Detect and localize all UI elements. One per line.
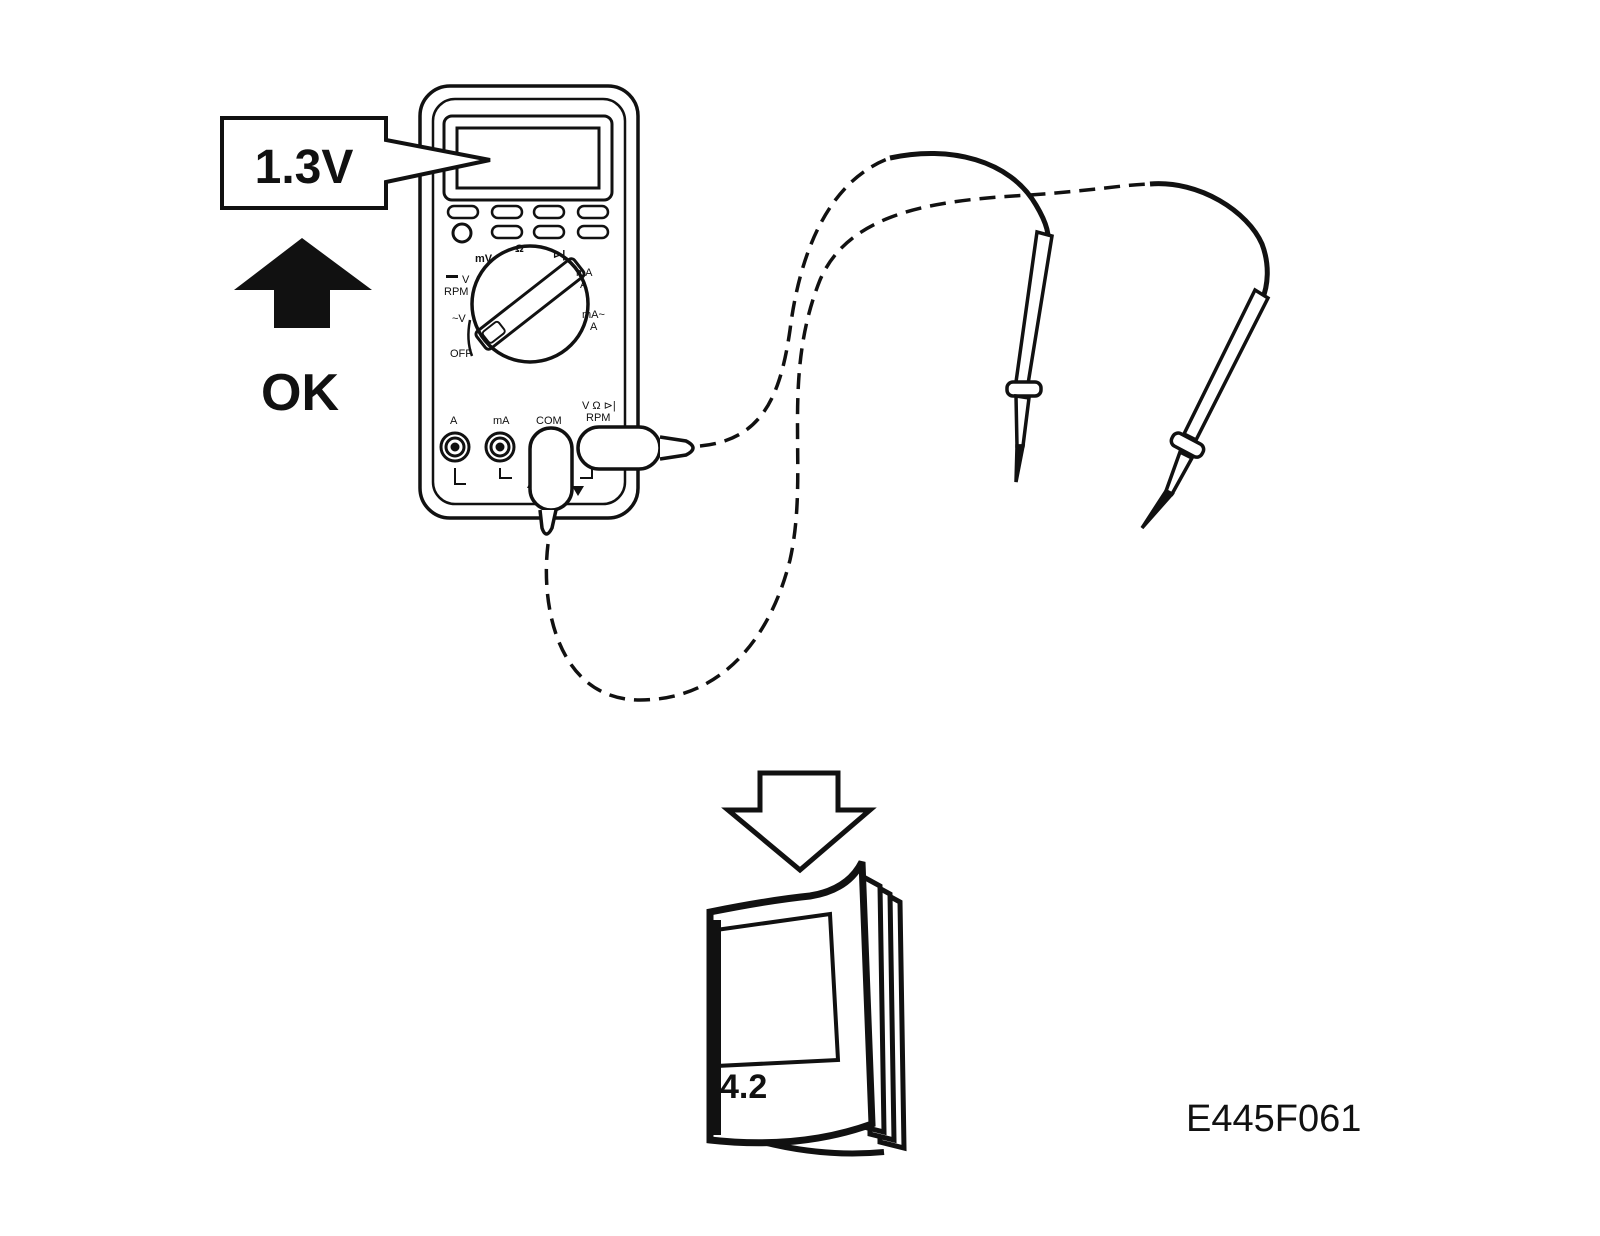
function-button [576,204,610,220]
manual-book-icon: 4.2 [706,860,907,1157]
com-plug-boot [538,509,558,536]
dial-label-rpm: RPM [444,286,468,298]
dial-label-ma-ac: mA~ [582,309,605,321]
lead-com-dashed [544,182,1151,702]
function-button [490,224,524,240]
probe-red [1005,229,1054,483]
function-button [446,204,480,220]
off-marker [467,319,474,357]
v-plug-boot [659,435,695,461]
dc-symbol-icon [446,275,458,278]
dial-label-a-ac: A [590,321,598,333]
dial-labels: V RPM mV Ω ⊳| mA A mA~ A ~V OFF [444,243,605,360]
jack-label-a: A [450,415,458,427]
probe-black [1140,287,1271,530]
com-plug [528,426,574,536]
lead-v-dashed [699,156,891,448]
jack-label-v-ohm: V Ω ⊳| [582,400,616,412]
jack-a [439,431,471,463]
v-ohm-plug [576,425,695,471]
multimeter-inner-case [431,97,627,506]
manual-section-number: 4.2 [720,1068,767,1106]
dial-label-off: OFF [450,348,472,360]
reading-value: 1.3V [255,141,354,194]
jack-label-ma: mA [493,415,510,427]
dial-label-a-dc: A [580,279,588,291]
dial-label-acv: ~V [452,313,466,325]
figure-id: E445F061 [1186,1098,1361,1140]
jack-label-com: COM [536,415,562,427]
test-leads [544,156,1151,702]
lead-com-solid [1149,181,1270,301]
dial-label-mv: mV [475,253,493,265]
jack-ma [484,431,516,463]
function-button [576,224,610,240]
function-button [532,224,566,240]
lead-solid-sections [889,151,1270,301]
multimeter [418,84,640,520]
multimeter-outer-case [418,84,640,520]
function-button [490,204,524,220]
callout-box [220,116,491,210]
jack-label-rpm: RPM [586,412,610,424]
dial-label-diode: ⊳| [553,249,565,261]
dial-pointer [474,257,586,351]
down-arrow-icon [721,770,877,874]
com-plug-body [528,426,574,512]
v-plug-body [576,425,662,471]
up-arrow-icon [234,238,372,328]
dial-label-ohm: Ω [515,243,524,255]
manual-cover-panel [714,911,841,1069]
function-button [532,204,566,220]
power-button [451,222,473,244]
lead-v-solid [889,151,1051,245]
dial-label-dcv: V [462,274,470,286]
dial-label-ma-dc: mA [576,267,593,279]
status-ok-label: OK [261,364,339,422]
rotary-dial [470,244,590,364]
reading-callout: 1.3V [220,116,491,210]
